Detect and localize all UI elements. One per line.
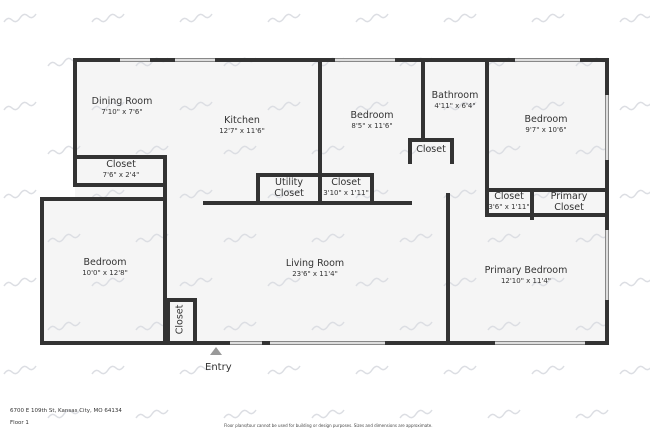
room-utility-closet: Utility Closet [274,177,304,199]
watermark-logo [531,101,565,111]
watermark-logo [355,277,389,287]
watermark-logo [223,409,257,419]
disclaimer: Floor plans/tour cannot be used for buil… [224,423,433,428]
watermark-logo [575,233,609,243]
watermark-logo [91,13,125,23]
room-closet-5: Closet [174,304,186,335]
watermark-logo [487,233,521,243]
watermark-logo [179,13,213,23]
watermark-logo [399,233,433,243]
address: 6700 E 109th St, Kansas City, MO 64134 [10,408,122,414]
watermark-logo [135,233,169,243]
watermark-logo [399,321,433,331]
watermark-logo [267,189,301,199]
watermark-logo [575,409,609,419]
watermark-logo [311,145,345,155]
watermark-logo [311,321,345,331]
watermark-logo [91,189,125,199]
watermark-logo [179,189,213,199]
windows [120,58,609,345]
watermark-logo [443,13,477,23]
watermark-logo [619,189,650,199]
entry-label: Entry [205,362,232,373]
watermark-logo [135,321,169,331]
watermark-logo [487,409,521,419]
watermark-logo [399,145,433,155]
watermark-logo [575,321,609,331]
watermark-logo [179,365,213,375]
watermark-logo [3,277,37,287]
watermark-logo [619,101,650,111]
watermark-logo [47,321,81,331]
watermark-logo [267,277,301,287]
walls [40,58,609,345]
watermark-logo [179,101,213,111]
watermark-logo [267,13,301,23]
watermark-logo [619,365,650,375]
watermark-logo [91,101,125,111]
watermark-logo [355,13,389,23]
watermark-logo [3,101,37,111]
watermark-logo [3,189,37,199]
watermark-logo [311,409,345,419]
watermark-logo [487,321,521,331]
watermark-logo [135,409,169,419]
watermark-logo [443,101,477,111]
watermark-logo [267,365,301,375]
watermark-logo [619,13,650,23]
watermark-logo [47,233,81,243]
watermark-logo [399,409,433,419]
watermark-logo [3,365,37,375]
watermark-logo [531,189,565,199]
entry-arrow-icon [210,347,222,355]
watermark-logo [443,365,477,375]
watermark-logo [531,13,565,23]
floor-label: Floor 1 [10,420,29,426]
watermark-logo [223,145,257,155]
room-closet-3: Closet [416,144,446,155]
watermark-logo [223,233,257,243]
watermark-logo [223,321,257,331]
watermark-logo [179,277,213,287]
watermark-logo [355,101,389,111]
watermark-logo [3,13,37,23]
watermark-logo [91,365,125,375]
room-primary-closet: Primary Closet [550,191,588,213]
watermark-logo [575,145,609,155]
watermark-logo [267,101,301,111]
watermark-logo [355,365,389,375]
watermark-logo [311,233,345,243]
watermark-logo [47,409,81,419]
watermark-logo [487,145,521,155]
watermark-logo [135,145,169,155]
watermark-logo [619,277,650,287]
watermark-logo [531,365,565,375]
watermark-logo [91,277,125,287]
watermark-pattern [3,13,650,419]
watermark-logo [531,277,565,287]
